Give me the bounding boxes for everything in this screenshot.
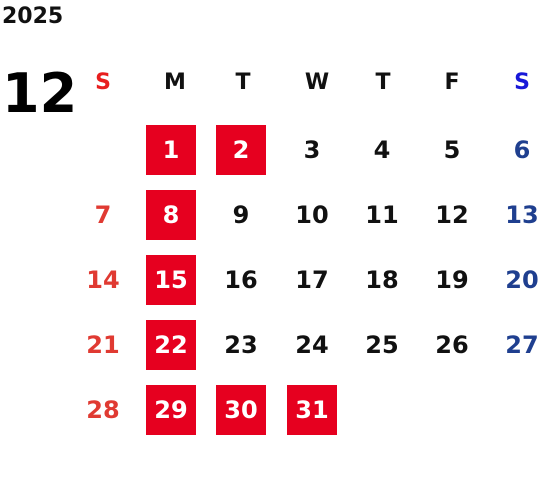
week-row: 28 29 30 31 (70, 385, 548, 435)
year-label: 2025 (2, 4, 64, 29)
day-cell[interactable]: 26 (435, 331, 469, 359)
day-cell[interactable]: 9 (232, 201, 250, 229)
week-row: 7 8 9 10 11 12 13 (70, 190, 548, 240)
day-cell[interactable]: 24 (295, 331, 329, 359)
weekday-header-monday: M (164, 69, 186, 95)
day-cell[interactable]: 28 (86, 396, 120, 424)
day-cell[interactable]: 4 (373, 136, 391, 164)
weekday-header-thursday: T (375, 69, 391, 95)
day-cell[interactable]: 10 (295, 201, 329, 229)
day-cell[interactable]: 17 (295, 266, 329, 294)
highlighted-day-cell[interactable]: 29 (146, 385, 196, 435)
weekday-header-tuesday: T (235, 69, 251, 95)
day-cell[interactable]: 27 (505, 331, 539, 359)
empty-day-cell (357, 385, 407, 435)
day-cell[interactable]: 23 (224, 331, 258, 359)
day-cell[interactable]: 14 (86, 266, 120, 294)
highlighted-day-cell[interactable]: 8 (146, 190, 196, 240)
day-cell[interactable]: 19 (435, 266, 469, 294)
day-cell[interactable]: 11 (365, 201, 399, 229)
highlighted-day-cell[interactable]: 30 (216, 385, 266, 435)
weekday-header-saturday: S (514, 69, 530, 95)
weekday-header-friday: F (444, 69, 460, 95)
day-cell[interactable]: 6 (513, 136, 531, 164)
weekday-header-sunday: S (95, 69, 111, 95)
week-row: 21 22 23 24 25 26 27 (70, 320, 548, 370)
day-cell[interactable]: 18 (365, 266, 399, 294)
empty-day-cell (497, 385, 547, 435)
highlighted-day-cell[interactable]: 22 (146, 320, 196, 370)
day-cell[interactable]: 16 (224, 266, 258, 294)
highlighted-day-cell[interactable]: 31 (287, 385, 337, 435)
empty-day-cell (427, 385, 477, 435)
day-cell[interactable]: 7 (94, 201, 112, 229)
week-row: 14 15 16 17 18 19 20 (70, 255, 548, 305)
day-cell[interactable]: 13 (505, 201, 539, 229)
empty-day-cell (78, 125, 128, 175)
week-row: 1 2 3 4 5 6 (70, 125, 548, 175)
highlighted-day-cell[interactable]: 1 (146, 125, 196, 175)
day-cell[interactable]: 25 (365, 331, 399, 359)
month-number: 12 (2, 62, 78, 125)
day-cell[interactable]: 3 (303, 136, 321, 164)
day-cell[interactable]: 5 (443, 136, 461, 164)
day-cell[interactable]: 21 (86, 331, 120, 359)
highlighted-day-cell[interactable]: 15 (146, 255, 196, 305)
weekday-header-wednesday: W (304, 69, 330, 95)
day-cell[interactable]: 20 (505, 266, 539, 294)
weekday-header-row: S M T W T F S (70, 57, 548, 107)
day-cell[interactable]: 12 (435, 201, 469, 229)
highlighted-day-cell[interactable]: 2 (216, 125, 266, 175)
